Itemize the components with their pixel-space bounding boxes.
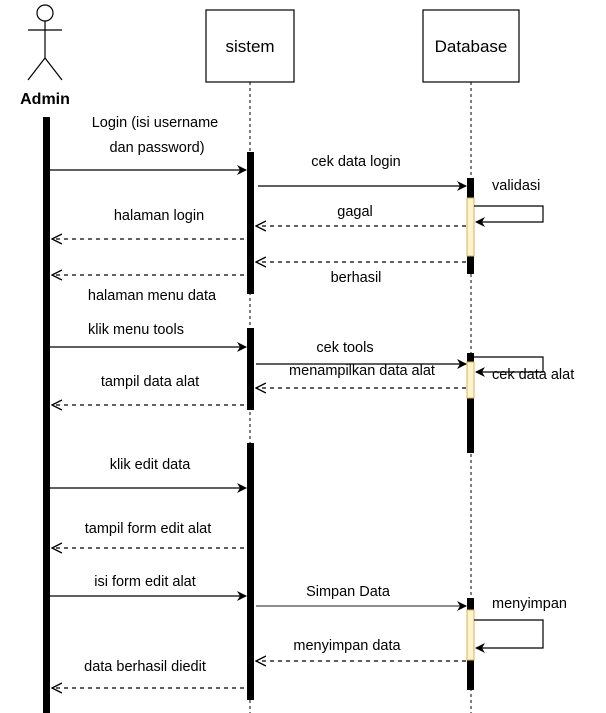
msg-menyimpan-arrow bbox=[474, 619, 544, 653]
sistem-activation-bar-2 bbox=[247, 328, 254, 410]
msg-isi-form-edit-alat-label: isi form edit alat bbox=[94, 574, 196, 590]
database-activation-bar-2 bbox=[467, 353, 474, 453]
msg-klik-menu-tools-label: klik menu tools bbox=[88, 322, 184, 338]
msg-validasi-label: validasi bbox=[492, 178, 540, 194]
msg-cek-data-alat-arrow bbox=[474, 356, 544, 377]
msg-tampil-data-alat-label: tampil data alat bbox=[101, 374, 199, 390]
database-activation-highlight-3 bbox=[466, 609, 475, 661]
msg-validasi-arrow bbox=[474, 205, 544, 227]
msg-tampil-form-edit-alat-label: tampil form edit alat bbox=[85, 521, 212, 537]
database-activation-highlight-1 bbox=[466, 197, 475, 257]
participant-database-box bbox=[422, 9, 520, 83]
msg-login-label: Login (isi username dan password) bbox=[92, 115, 223, 156]
msg-data-berhasil-diedit-label: data berhasil diedit bbox=[84, 659, 206, 675]
msg-menampilkan-data-alat-label: menampilkan data alat bbox=[289, 363, 435, 379]
msg-simpan-data-label: Simpan Data bbox=[306, 584, 391, 600]
msg-halaman-login-label: halaman login bbox=[114, 208, 204, 224]
msg-berhasil-label: berhasil bbox=[331, 270, 382, 286]
sistem-activation-bar-1 bbox=[247, 152, 254, 294]
msg-klik-edit-data-label: klik edit data bbox=[110, 457, 192, 473]
database-activation-highlight-2 bbox=[466, 361, 475, 399]
participant-sistem-label: sistem bbox=[225, 37, 274, 56]
admin-actor-icon bbox=[27, 4, 63, 81]
participant-database-label: Database bbox=[435, 37, 508, 56]
msg-menyimpan-label: menyimpan bbox=[492, 596, 567, 612]
msg-login-label-line2: dan password) bbox=[109, 140, 204, 156]
sistem-activation-bar-3 bbox=[247, 443, 254, 700]
msg-gagal-label: gagal bbox=[337, 204, 372, 220]
msg-cek-data-login-label: cek data login bbox=[311, 154, 400, 170]
msg-cek-data-alat-label: cek data alat bbox=[492, 367, 574, 383]
actor-label: Admin bbox=[20, 91, 70, 108]
admin-activation-bar bbox=[43, 117, 50, 713]
msg-cek-tools-label: cek tools bbox=[316, 340, 373, 356]
participant-sistem-box bbox=[205, 9, 295, 83]
msg-halaman-menu-data-label: halaman menu data bbox=[88, 288, 217, 304]
msg-menyimpan-data-label: menyimpan data bbox=[293, 638, 401, 654]
msg-login-label-line1: Login (isi username bbox=[92, 115, 219, 131]
